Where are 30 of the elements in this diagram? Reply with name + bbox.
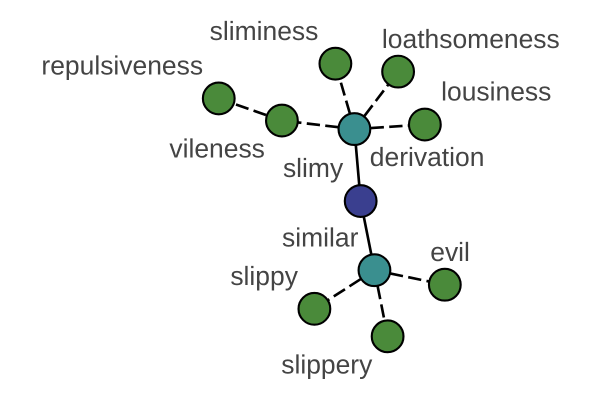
node-circle	[336, 112, 371, 146]
node-label: similar	[282, 222, 358, 252]
connector	[234, 102, 266, 116]
node-label: evil	[430, 236, 470, 267]
node-label: derivation	[369, 142, 484, 172]
node-label: loathsomeness	[381, 24, 560, 54]
node-label: sliminess	[209, 16, 318, 46]
node-label: lousiness	[440, 76, 551, 107]
node-circle	[264, 104, 298, 138]
node-circle	[380, 54, 415, 89]
node-label: vileness	[168, 134, 264, 164]
node-circle	[357, 253, 391, 288]
node-circle	[427, 268, 462, 302]
node-circle	[343, 184, 378, 218]
connector	[362, 216, 372, 255]
connector	[297, 121, 338, 129]
node-label: repulsiveness	[40, 50, 203, 81]
node-label: slippy	[230, 261, 298, 292]
node-circle	[370, 319, 404, 354]
node-label: slippery	[280, 349, 372, 380]
node-circle	[201, 82, 236, 116]
connector	[370, 124, 408, 130]
connector	[363, 84, 389, 117]
node-circle	[296, 292, 331, 326]
node-label: slimy	[282, 153, 343, 184]
node-circle	[318, 46, 352, 81]
node-circle	[407, 108, 442, 142]
connector	[389, 272, 429, 283]
connector	[327, 278, 361, 302]
connector	[354, 144, 360, 186]
